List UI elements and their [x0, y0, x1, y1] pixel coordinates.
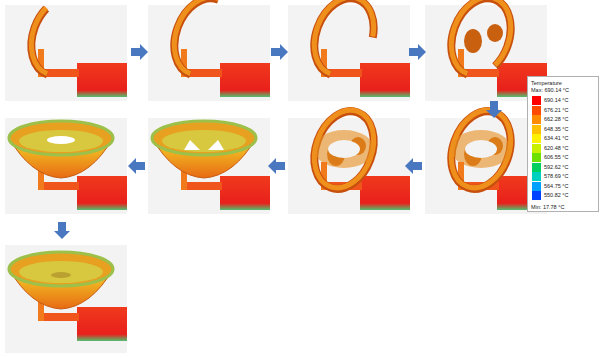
flow-arrow — [409, 44, 426, 60]
ring — [304, 0, 384, 83]
bowl-rim — [9, 252, 113, 286]
flow-arrow — [131, 44, 148, 60]
frame-bg — [288, 118, 410, 214]
biscuit-block — [77, 307, 127, 341]
legend-value: 564.75 °C — [544, 183, 569, 190]
ingate — [321, 49, 327, 61]
min-value: Min: 17.78 °C — [531, 204, 564, 211]
biscuit-block — [360, 63, 410, 97]
ring-shadow — [441, 103, 521, 197]
frame-bg — [288, 5, 410, 101]
ring — [164, 0, 244, 83]
legend-value: 550.82 °C — [544, 192, 569, 199]
color-swatch — [532, 115, 541, 124]
frame-bg — [5, 245, 127, 353]
unfilled-area — [328, 140, 360, 158]
runner — [184, 182, 222, 190]
bowl-center — [51, 272, 71, 278]
flow-arrow — [271, 44, 288, 60]
bowl-rim — [9, 121, 113, 155]
legend-value: 676.21 °C — [544, 107, 569, 114]
frame — [148, 118, 270, 214]
legend-value: 634.41 °C — [544, 135, 569, 142]
bowl-inner — [19, 261, 103, 283]
legend-value: 662.28 °C — [544, 116, 569, 123]
ring-shadow — [164, 0, 244, 84]
legend-value: 648.35 °C — [544, 126, 569, 133]
color-swatch — [532, 172, 541, 181]
frame-bg — [148, 118, 270, 214]
ring-shadow — [21, 0, 101, 84]
ring — [21, 0, 101, 83]
inner-fill — [487, 24, 503, 42]
color-swatch — [532, 182, 541, 191]
legend-value: 578.69 °C — [544, 173, 569, 180]
frame — [288, 0, 410, 101]
frame-bg — [148, 5, 270, 101]
color-swatch — [532, 96, 541, 105]
frame — [288, 102, 410, 214]
color-swatch — [532, 106, 541, 115]
legend-value: 592.62 °C — [544, 164, 569, 171]
biscuit-block — [77, 176, 127, 210]
bowl-inner — [162, 130, 246, 152]
ring — [441, 0, 521, 83]
ingate — [458, 49, 464, 61]
bowl-rim — [152, 121, 256, 155]
flow-arrow — [54, 222, 70, 239]
flow-arrow — [405, 158, 422, 174]
ring-shadow — [304, 0, 384, 84]
frame-bg — [5, 5, 127, 101]
unfilled-area — [184, 140, 200, 150]
color-swatch — [532, 153, 541, 162]
ingate — [181, 49, 187, 61]
color-swatch — [532, 125, 541, 134]
biscuit-block — [220, 63, 270, 97]
frame — [5, 118, 127, 214]
flow-arrow — [268, 158, 285, 174]
legend-value: 620.48 °C — [544, 145, 569, 152]
biscuit-block — [220, 176, 270, 210]
ingate — [321, 162, 327, 174]
biscuit-block — [360, 176, 410, 210]
biscuit-block — [77, 63, 127, 97]
unfilled-area — [208, 140, 224, 150]
color-swatch — [532, 163, 541, 172]
inner-fill — [464, 29, 482, 53]
ring — [441, 102, 521, 196]
ingate — [458, 162, 464, 174]
ring — [304, 102, 384, 196]
unfilled-area — [47, 136, 75, 144]
runner — [41, 182, 79, 190]
max-value: Max: 690.14 °C — [531, 87, 569, 94]
legend-title: Temperature — [531, 80, 562, 87]
legend-value: 690.14 °C — [544, 97, 569, 104]
frame — [5, 245, 127, 353]
ingate — [38, 49, 44, 61]
runner — [41, 313, 79, 321]
frame-bg — [5, 118, 127, 214]
temperature-legend: TemperatureMax: 690.14 °C 690.14 °C 676.21… — [527, 76, 599, 212]
frame — [5, 0, 127, 101]
ring-shadow — [441, 0, 521, 84]
flow-arrow — [128, 158, 145, 174]
flow-arrow — [486, 101, 502, 118]
frame — [148, 0, 270, 101]
color-swatch — [532, 144, 541, 153]
unfilled-area — [465, 140, 497, 158]
color-swatch — [532, 134, 541, 143]
color-swatch — [532, 191, 541, 200]
ring-shadow — [304, 103, 384, 197]
bowl-inner — [19, 130, 103, 152]
legend-value: 606.55 °C — [544, 154, 569, 161]
